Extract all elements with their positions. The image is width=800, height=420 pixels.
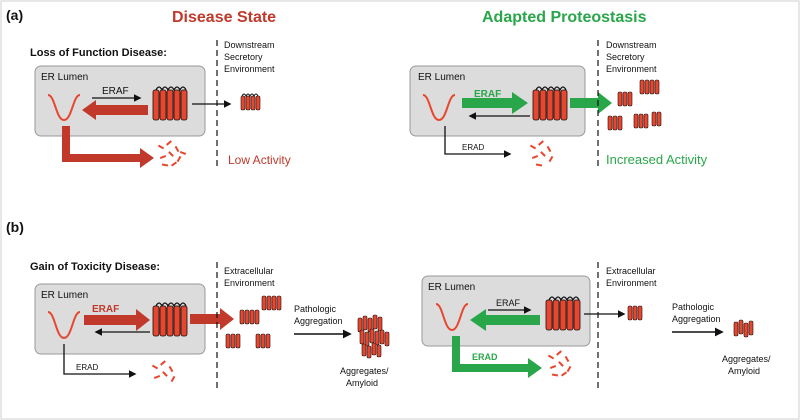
extracellular-line-1: Extracellular (606, 266, 656, 276)
panel-a-label: (a) (6, 7, 23, 23)
erad-green-arrow (452, 336, 542, 378)
downstream-line-3: Environment (606, 64, 657, 74)
degraded-fragments-icon (529, 140, 554, 167)
panel-a-disease: Loss of Function Disease: ER Lumen ERAF … (30, 40, 291, 170)
eraf-label: ERAF (102, 86, 129, 97)
unfolded-protein-icon (422, 94, 456, 122)
aggregates-line-2: Amyloid (728, 366, 760, 376)
folded-protein-icon (152, 86, 188, 121)
downstream-line-3: Environment (224, 64, 275, 74)
loss-of-function-title: Loss of Function Disease: (30, 47, 167, 59)
degraded-fragments-icon (151, 360, 176, 383)
small-secreted-protein-icon (240, 93, 261, 111)
extracellular-line-2: Environment (224, 278, 275, 288)
eraf-label: ERAF (496, 298, 521, 308)
folded-protein-icon (532, 86, 568, 121)
erad-label: ERAD (472, 352, 498, 362)
eraf-label: ERAF (92, 304, 119, 315)
erad-arrow (63, 344, 137, 378)
degraded-fragments-icon (547, 350, 572, 377)
eraf-red-arrow (84, 309, 150, 331)
erad-arrow (444, 126, 512, 158)
downstream-line-2: Secretory (224, 52, 263, 62)
aggregates-line-2: Amyloid (346, 378, 378, 388)
panel-b-label: (b) (6, 219, 24, 235)
er-lumen-label: ER Lumen (41, 72, 88, 83)
disease-state-heading: Disease State (172, 9, 276, 26)
panel-b-disease: Gain of Toxicity Disease: ER Lumen ERAF … (30, 261, 390, 390)
misfolding-green-arrow (470, 309, 540, 331)
degraded-fragments-icon (157, 140, 187, 167)
pathologic-line-1: Pathologic (294, 304, 337, 314)
er-lumen-label: ER Lumen (428, 282, 475, 293)
pathologic-line-2: Aggregation (672, 314, 721, 324)
pathologic-line-2: Aggregation (294, 316, 343, 326)
er-lumen-label: ER Lumen (41, 290, 88, 301)
eraf-green-arrow (462, 92, 528, 114)
panel-a-adapted: ER Lumen ERAF Downstream Secretory Envir… (409, 40, 708, 170)
downstream-line-1: Downstream (224, 40, 275, 50)
pathologic-line-1: Pathologic (672, 302, 715, 312)
extracellular-line-2: Environment (606, 278, 657, 288)
secreted-proteins-cluster-icon (225, 295, 282, 349)
unfolded-protein-icon (47, 94, 81, 122)
eraf-label: ERAF (474, 89, 501, 100)
erad-red-arrow (62, 126, 154, 168)
low-activity-label: Low Activity (228, 153, 291, 167)
adapted-proteostasis-heading: Adapted Proteostasis (482, 9, 647, 26)
folded-protein-icon (545, 296, 581, 331)
aggregate-cluster-icon (357, 314, 390, 359)
unfolded-protein-icon (435, 303, 469, 332)
export-green-arrow (570, 92, 612, 114)
folded-protein-icon (152, 302, 188, 337)
aggregates-line-1: Aggregates/ (722, 354, 771, 364)
extracellular-line-1: Extracellular (224, 266, 274, 276)
aggregates-line-1: Aggregates/ (340, 366, 389, 376)
downstream-line-1: Downstream (606, 40, 657, 50)
increased-activity-label: Increased Activity (606, 152, 708, 167)
er-lumen-label: ER Lumen (418, 72, 465, 83)
erad-label: ERAD (86, 143, 112, 153)
export-red-arrow (190, 308, 234, 330)
erad-label: ERAD (462, 143, 484, 152)
panel-b-adapted: ER Lumen ERAF Extracellular Environment … (421, 262, 771, 390)
unfolded-protein-icon (47, 311, 81, 340)
misfolding-red-arrow (82, 100, 148, 120)
gain-of-toxicity-title: Gain of Toxicity Disease: (30, 261, 160, 273)
small-aggregate-icon (733, 319, 754, 338)
small-secreted-protein-icon (627, 305, 643, 321)
downstream-line-2: Secretory (606, 52, 645, 62)
secreted-proteins-cluster-icon (607, 79, 662, 131)
erad-label: ERAD (76, 363, 98, 372)
